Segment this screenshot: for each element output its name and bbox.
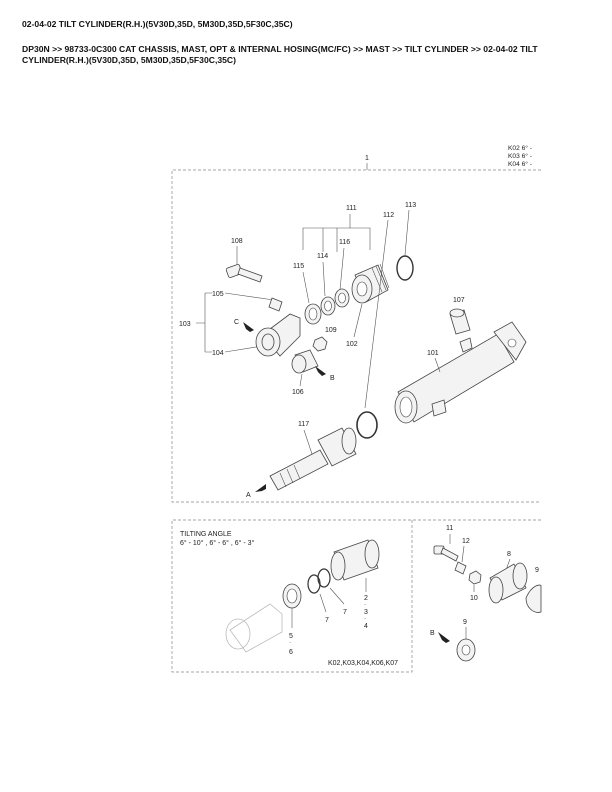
label-115[interactable]: 115 bbox=[293, 263, 304, 270]
label-r9b[interactable]: 9 bbox=[463, 619, 467, 626]
arrow-label-lower-b: B bbox=[430, 630, 435, 637]
label-107[interactable]: 107 bbox=[453, 297, 465, 304]
arrow-label-c: C bbox=[234, 319, 239, 326]
bushing-107 bbox=[449, 308, 471, 335]
breadcrumb[interactable]: DP30N >> 98733-0C300 CAT CHASSIS, MAST, … bbox=[22, 44, 538, 65]
arrow-c-icon bbox=[243, 322, 254, 332]
label-r9a[interactable]: 9 bbox=[535, 567, 539, 574]
label-103[interactable]: 103 bbox=[179, 321, 191, 328]
svg-text:·: · bbox=[364, 601, 366, 608]
gland-102 bbox=[351, 263, 390, 304]
label-108[interactable]: 108 bbox=[231, 238, 243, 245]
bolt-11 bbox=[433, 545, 459, 562]
page-title: 02-04-02 TILT CYLINDER(R.H.)(5V30D,35D, … bbox=[22, 19, 293, 29]
label-l6[interactable]: 6 bbox=[289, 649, 293, 656]
rod-eye-104 bbox=[255, 313, 301, 357]
label-l7a[interactable]: 7 bbox=[325, 617, 329, 624]
label-l3[interactable]: 3 bbox=[364, 609, 368, 616]
label-106[interactable]: 106 bbox=[292, 389, 304, 396]
arrow-a-icon bbox=[255, 484, 266, 492]
rod-eye-faint bbox=[225, 603, 283, 653]
bushing-106 bbox=[291, 349, 319, 374]
nut-10 bbox=[468, 570, 482, 585]
arrow-lower-b-icon bbox=[438, 632, 450, 643]
label-117[interactable]: 117 bbox=[298, 421, 309, 428]
label-r12[interactable]: 12 bbox=[462, 538, 470, 545]
upper-frame bbox=[171, 169, 541, 503]
clip-105 bbox=[268, 297, 283, 312]
washer-9-partial bbox=[525, 584, 542, 613]
label-l7b[interactable]: 7 bbox=[343, 609, 347, 616]
label-l4[interactable]: 4 bbox=[364, 623, 368, 630]
label-109[interactable]: 109 bbox=[325, 327, 337, 334]
svg-text:·: · bbox=[364, 615, 366, 622]
label-113[interactable]: 113 bbox=[405, 202, 416, 209]
bushing-2 bbox=[330, 539, 380, 581]
svg-text:·: · bbox=[289, 639, 291, 646]
lower-frame bbox=[171, 519, 541, 673]
seal-ring-112 bbox=[356, 411, 378, 439]
label-l5[interactable]: 5 bbox=[289, 633, 293, 640]
bolt-108 bbox=[225, 264, 263, 283]
model-code-k04: K04 6° - bbox=[508, 160, 532, 168]
nut-109 bbox=[312, 336, 328, 352]
label-102[interactable]: 102 bbox=[346, 341, 358, 348]
cylinder-tube-101 bbox=[394, 321, 527, 424]
label-105[interactable]: 105 bbox=[212, 291, 224, 298]
label-r10[interactable]: 10 bbox=[470, 595, 478, 602]
label-104[interactable]: 104 bbox=[212, 350, 224, 357]
tilting-angle-title: TILTING ANGLE bbox=[180, 531, 232, 538]
arrow-b-icon bbox=[315, 366, 326, 376]
label-114[interactable]: 114 bbox=[317, 253, 328, 260]
label-116[interactable]: 116 bbox=[339, 239, 350, 246]
label-111[interactable]: 111 bbox=[346, 205, 357, 212]
arrow-label-a: A bbox=[246, 492, 251, 499]
model-code-k03: K03 6° - bbox=[508, 152, 532, 160]
clip-12 bbox=[454, 561, 467, 575]
model-code-k02: K02 6° - bbox=[508, 144, 532, 152]
tilting-angle-values: 6° - 10° , 6° - 6° , 6° - 3° bbox=[180, 539, 255, 547]
label-r8[interactable]: 8 bbox=[507, 551, 511, 558]
oring-7b bbox=[317, 568, 331, 588]
label-l2[interactable]: 2 bbox=[364, 595, 368, 602]
piston-rod-117 bbox=[269, 427, 357, 491]
pin-8 bbox=[488, 562, 528, 604]
lower-codes: K02,K03,K04,K06,K07 bbox=[328, 660, 398, 667]
label-r11[interactable]: 11 bbox=[446, 525, 453, 532]
label-112[interactable]: 112 bbox=[383, 212, 394, 219]
label-101[interactable]: 101 bbox=[427, 350, 439, 357]
oring-113 bbox=[396, 255, 414, 281]
arrow-label-b: B bbox=[330, 375, 335, 382]
label-assembly-1[interactable]: 1 bbox=[365, 155, 369, 162]
